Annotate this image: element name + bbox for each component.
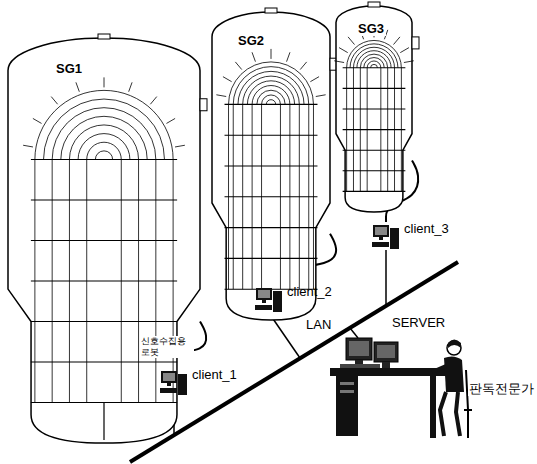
vessel-shell	[212, 12, 330, 320]
side-nozzle	[412, 37, 419, 49]
client-computer: client_3	[372, 222, 449, 250]
client-computer: client_2	[255, 285, 332, 313]
vessel-name: SG2	[236, 34, 266, 48]
top-nozzle	[265, 8, 277, 13]
vessel-shell	[336, 6, 412, 212]
vessel-outline	[212, 12, 330, 320]
server-workstation	[330, 338, 452, 438]
tube-bundle	[216, 49, 325, 289]
vessel-shell	[8, 38, 200, 443]
lan-drop-wire	[350, 328, 358, 338]
client-name: client_1	[192, 368, 237, 382]
lan-drop-wire	[385, 250, 387, 306]
client-computer: client_1	[160, 368, 237, 396]
computer-icon	[160, 368, 188, 396]
client-name: client_2	[287, 285, 332, 299]
computer-icon	[372, 222, 400, 250]
vessel-name: SG1	[54, 62, 84, 76]
side-nozzle	[200, 99, 207, 111]
client-name: client_3	[404, 222, 449, 236]
vessel-name: SG3	[356, 22, 386, 36]
robot-label: 신호수집용 로봇	[140, 336, 194, 358]
top-nozzle	[98, 34, 110, 39]
operator-label: 판독전문가	[468, 382, 535, 396]
steam-generator: SG3	[336, 6, 412, 212]
top-nozzle	[368, 2, 380, 7]
server-name: SERVER	[392, 316, 445, 330]
vessel-outline	[336, 6, 412, 212]
computer-icon	[255, 285, 283, 313]
steam-generator: SG2	[212, 12, 330, 320]
operator-figure	[432, 340, 472, 439]
tube-bundle	[23, 77, 185, 440]
tube-bundle	[334, 27, 413, 191]
lan-label: LAN	[305, 318, 332, 332]
server-node: SERVER	[392, 316, 445, 330]
